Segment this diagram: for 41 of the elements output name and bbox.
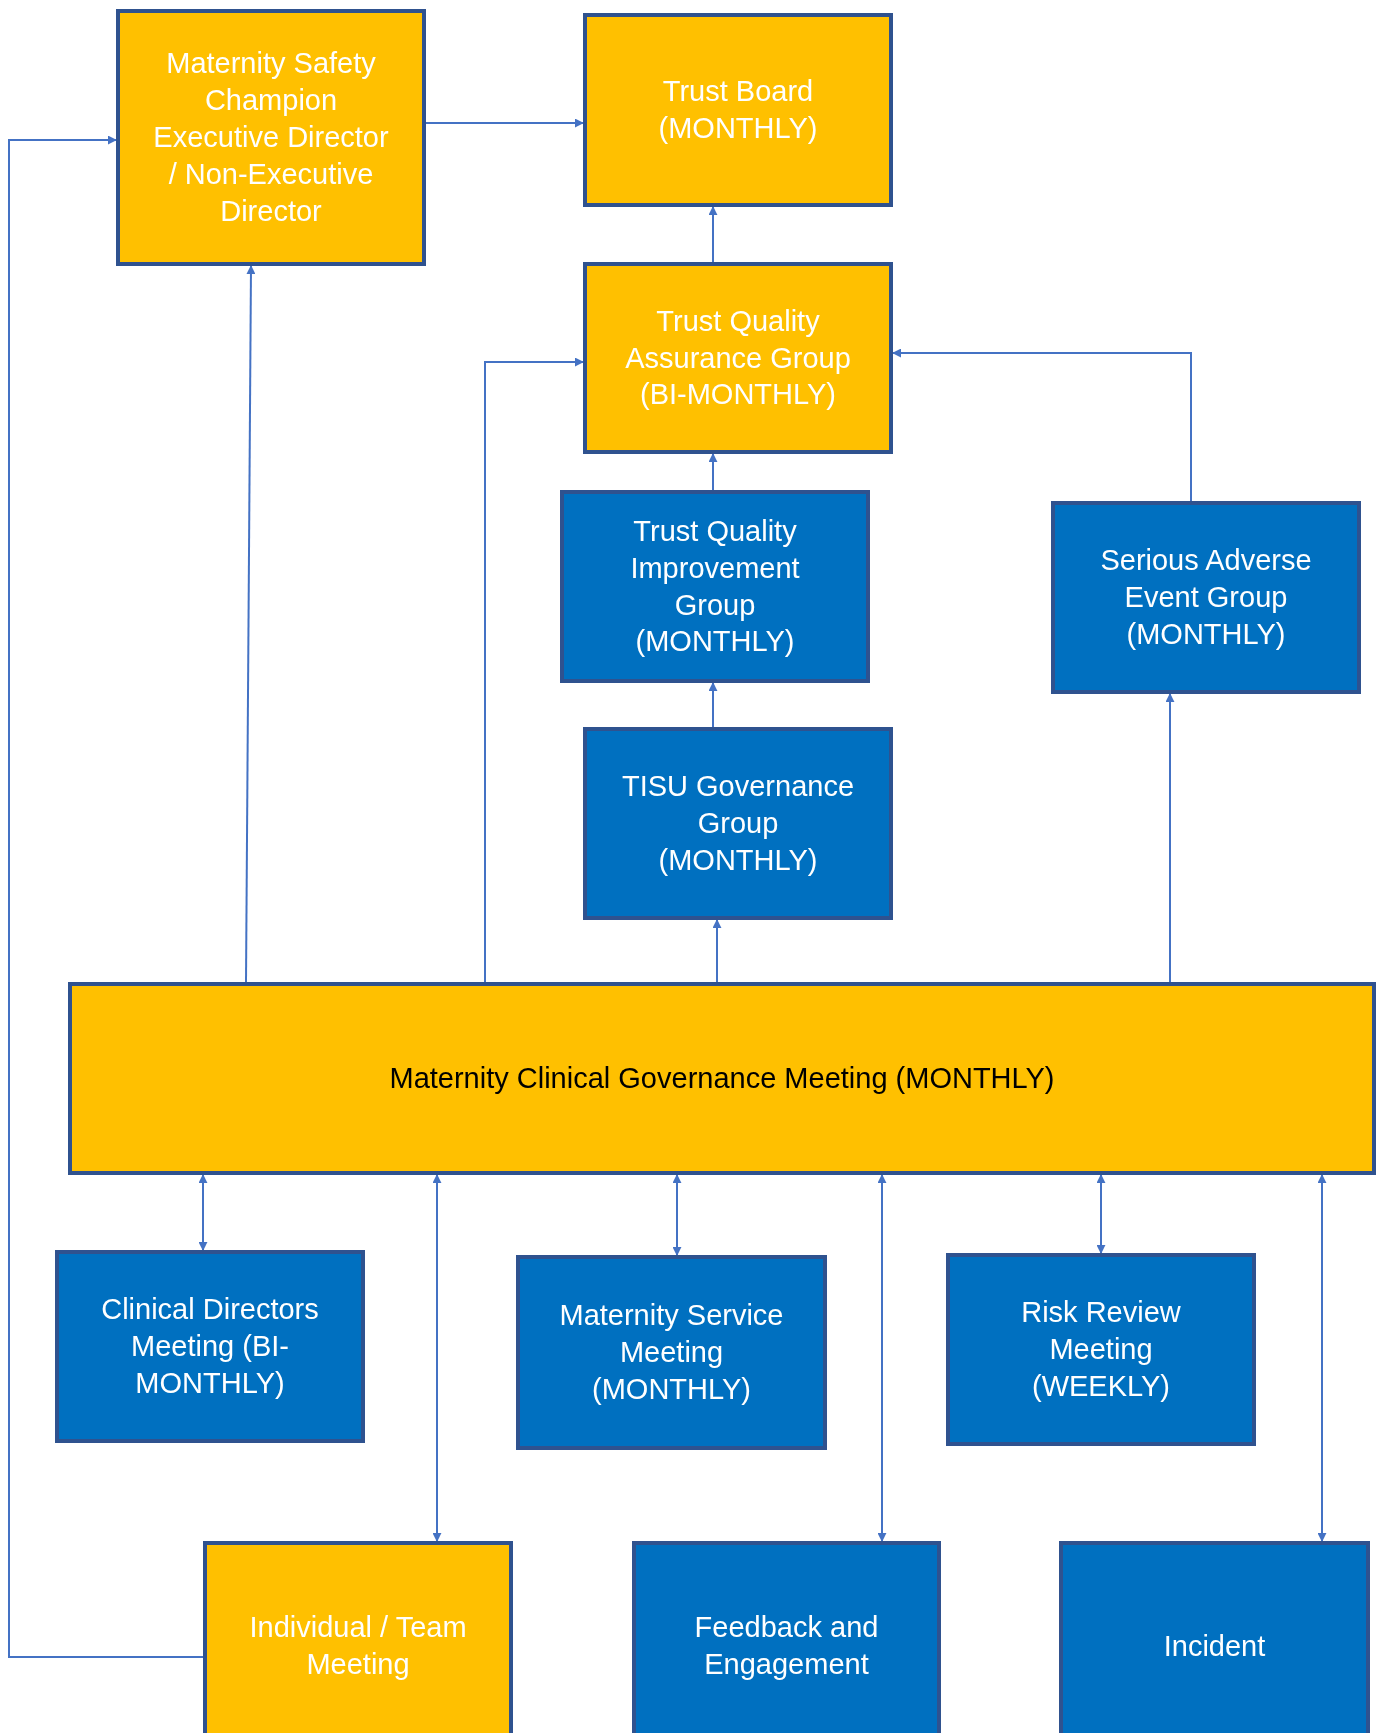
box-label: Trust Quality Assurance Group (BI-MONTHLY) [624, 303, 852, 413]
arrow [484, 357, 584, 983]
box-label: Trust Board (MONTHLY) [657, 74, 819, 146]
process-box [632, 1541, 941, 1733]
box-label: Feedback and Engagement [693, 1610, 880, 1682]
box-label: Clinical Directors Meeting (BI-MONTHLY) [100, 1292, 320, 1401]
process-box [1051, 501, 1361, 694]
process-box [203, 1541, 513, 1733]
box-label: Maternity Service Meeting (MONTHLY) [558, 1298, 785, 1407]
process-box [583, 727, 893, 920]
arrow [1317, 1174, 1327, 1542]
arrow [708, 682, 718, 728]
box-label: Serious Adverse Event Group (MONTHLY) [1099, 543, 1313, 652]
process-box [560, 490, 870, 683]
arrow [712, 919, 722, 983]
box-label: Risk Review Meeting (WEEKLY) [1020, 1295, 1182, 1404]
arrow [892, 348, 1192, 502]
arrow [432, 1174, 442, 1542]
box-label: Trust Quality Improvement Group (MONTHLY) [629, 513, 801, 660]
arrow [708, 206, 718, 263]
process-box [1059, 1541, 1370, 1733]
arrow [672, 1174, 682, 1256]
process-box [55, 1250, 365, 1443]
arrow [708, 453, 718, 491]
process-box [946, 1253, 1256, 1446]
box-label: TISU Governance Group (MONTHLY) [620, 769, 856, 878]
box-label: Individual / Team Meeting [248, 1610, 468, 1682]
process-box [116, 9, 426, 266]
box-label: Maternity Clinical Governance Meeting (MONTHLY) [389, 1061, 1055, 1097]
process-box [583, 13, 893, 207]
arrow [198, 1174, 208, 1251]
box-label: Maternity Safety Champion Executive Director / Non-Executive Director [152, 46, 390, 229]
box-label: Incident [1163, 1628, 1266, 1664]
arrow [1165, 693, 1175, 983]
arrow [425, 118, 584, 128]
arrow [245, 265, 256, 983]
arrow [1096, 1174, 1106, 1254]
process-box [583, 262, 893, 454]
arrow [877, 1174, 887, 1542]
process-box [68, 982, 1376, 1175]
process-box [516, 1255, 827, 1450]
